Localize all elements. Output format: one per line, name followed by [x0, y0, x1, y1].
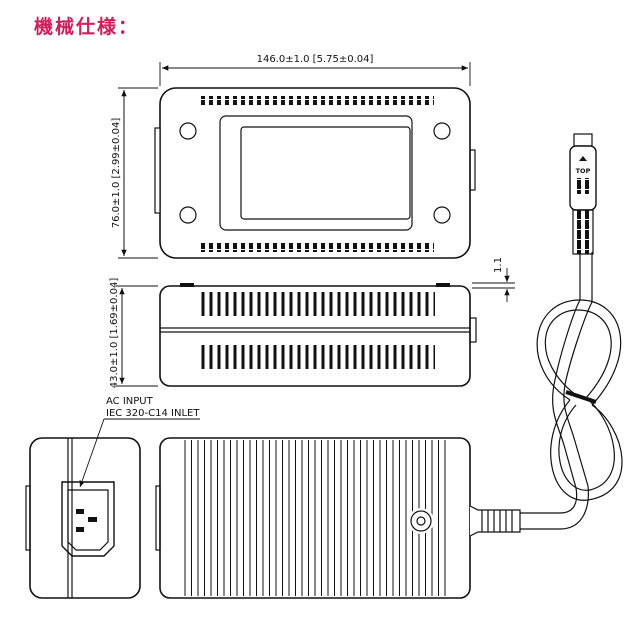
height-dimension-label: 76.0±1.0 [2.99±0.04] [111, 118, 122, 229]
screw-hole [179, 122, 197, 140]
callout-line1: AC INPUT [106, 396, 154, 407]
screw-hole [179, 206, 197, 224]
step-dimension [472, 268, 515, 302]
width-dimension-label: 146.0±1.0 [5.75±0.04] [257, 54, 374, 65]
side-view [159, 283, 477, 387]
iec-inlet-inner [67, 489, 109, 551]
inlet-pin [76, 527, 84, 532]
step-dimension-label: 1.1 [493, 257, 504, 273]
bottom-view [155, 437, 471, 599]
page-title: 機械仕様： [34, 16, 140, 38]
depth-dimension-label: 43.0±1.0 [1.69±0.04] [109, 278, 120, 389]
inlet-pin [76, 509, 84, 514]
top-view [154, 87, 476, 259]
inlet-callout [79, 418, 200, 488]
callout-line2: IEC 320-C14 INLET [106, 408, 200, 419]
height-dimension [118, 87, 158, 259]
connector-grip [575, 178, 591, 194]
output-cable [469, 252, 623, 537]
top-vent-row [198, 96, 434, 105]
end-view [25, 437, 141, 599]
dc-connector [569, 133, 597, 255]
label-recess [219, 115, 413, 231]
iec-inlet [61, 481, 115, 557]
screw-hole [433, 122, 451, 140]
bottom-screw [410, 510, 432, 532]
side-vent-lower [200, 345, 435, 369]
side-vent-upper [200, 292, 435, 316]
rib-pattern [180, 440, 450, 596]
label-panel [240, 126, 411, 220]
width-dimension [159, 62, 471, 86]
inlet-pin [88, 517, 97, 522]
bottom-vent-row [198, 243, 434, 252]
depth-dimension [116, 285, 158, 387]
top-arrow-icon [579, 156, 587, 161]
screw-hole [433, 206, 451, 224]
connector-top-label: TOP [576, 167, 591, 175]
